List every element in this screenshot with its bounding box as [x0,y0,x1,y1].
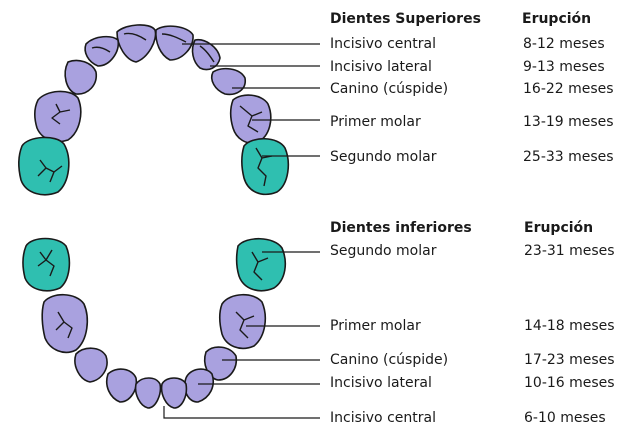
upper-row-eruption: 25-33 meses [523,149,614,165]
lower-leader-lines [163,251,320,419]
lower-central-incisor-right [160,377,188,409]
upper-lateral-incisor-left [84,35,120,67]
lower-row-name: Incisivo central [330,410,436,425]
lower-row-name: Segundo molar [330,243,437,259]
upper-arch [18,24,290,196]
lower-lateral-incisor-left [105,368,138,403]
upper-second-molar-right [240,137,290,196]
upper-row-name: Incisivo central [330,36,436,52]
lower-row-eruption: 10-16 meses [524,375,615,391]
lower-first-molar-right [218,293,267,350]
upper-row-eruption: 8-12 meses [523,36,605,52]
upper-row-eruption: 16-22 meses [523,81,614,97]
lower-arch [22,237,287,409]
upper-row-eruption: 9-13 meses [523,59,605,75]
lower-row-eruption: 23-31 meses [524,243,615,259]
upper-leader-lines [182,43,320,157]
lower-row-eruption: 14-18 meses [524,318,615,334]
upper-row-name: Incisivo lateral [330,59,432,75]
lower-first-molar-left [41,293,89,354]
upper-row-name: Primer molar [330,114,421,130]
lower-lateral-incisor-right [183,368,214,403]
lower-canine-left [74,347,108,383]
upper-fissures [37,32,273,187]
lower-central-incisor-left [134,377,162,409]
lower-row-name: Canino (cúspide) [330,352,449,368]
upper-eruption-heading: Erupción [522,11,592,27]
upper-heading: Dientes Superiores [330,11,481,27]
upper-first-molar-left [34,90,82,143]
lower-row-eruption: 6-10 meses [524,410,606,425]
lower-fissures [37,249,269,339]
upper-row-name: Segundo molar [330,149,437,165]
lower-heading: Dientes inferiores [330,220,472,236]
upper-canine-left [64,59,98,95]
lower-second-molar-right [235,237,287,292]
lower-row-eruption: 17-23 meses [524,352,615,368]
upper-canine-right [210,67,246,96]
upper-row-eruption: 13-19 meses [523,114,614,130]
lower-eruption-heading: Erupción [524,220,594,236]
upper-central-incisor-right [155,25,194,61]
upper-row-name: Canino (cúspide) [330,81,449,97]
lower-row-name: Primer molar [330,318,421,334]
lower-second-molar-left [22,237,71,292]
lower-row-name: Incisivo lateral [330,375,432,391]
upper-central-incisor-left [116,24,157,63]
